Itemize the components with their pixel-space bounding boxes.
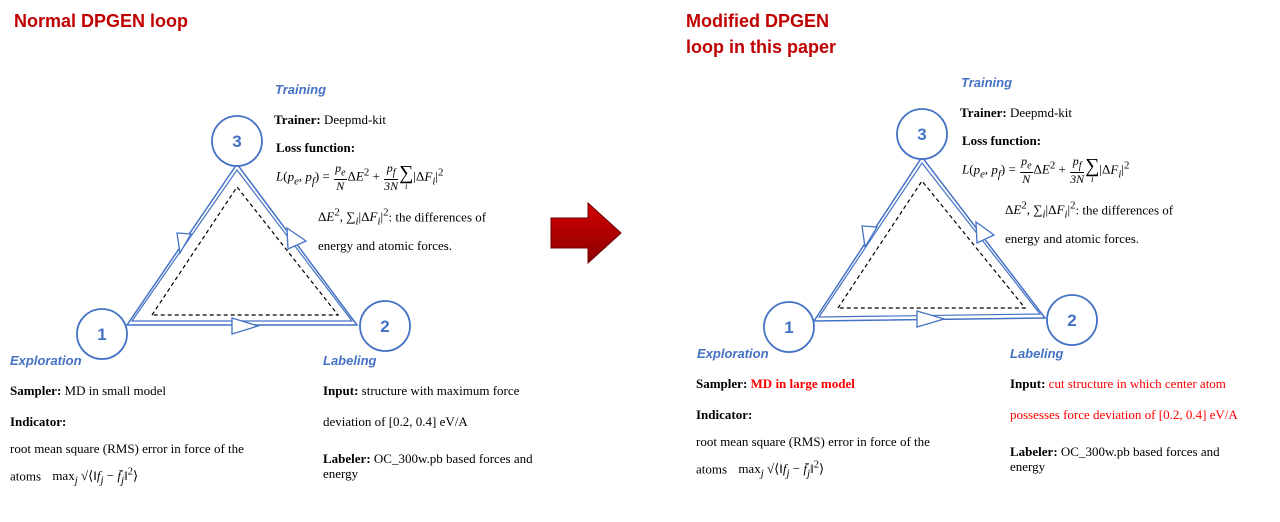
right-diff-math: ΔE2, ∑i|ΔFi|2 — [1005, 200, 1076, 221]
left-indicator-line1: root mean square (RMS) error in force of… — [10, 441, 244, 456]
left-loss-label-text: Loss function: — [276, 140, 356, 155]
left-trainer-value: Deepmd-kit — [323, 112, 387, 127]
right-arrow-left — [861, 225, 879, 249]
right-trainer-label: Trainer: — [960, 105, 1007, 120]
left-node-1: 1 — [76, 308, 128, 360]
right-sampler-line: Sampler: MD in large model — [696, 376, 855, 392]
right-dashed-triangle — [836, 179, 1027, 309]
right-loop: 1 2 3 — [763, 108, 1098, 353]
left-node-1-label: 1 — [97, 325, 106, 344]
right-diff-line2: energy and atomic forces. — [1005, 231, 1140, 246]
right-loss-label-text: Loss function: — [962, 133, 1042, 148]
right-node-3: 3 — [896, 108, 948, 160]
left-loss-label: Loss function: — [276, 140, 355, 156]
right-sampler-label: Sampler: — [696, 376, 748, 391]
left-node-3: 3 — [211, 115, 263, 167]
right-arrow-bottom — [916, 310, 947, 328]
left-title: Normal DPGEN loop — [14, 11, 189, 31]
left-labeler-line1: Labeler: OC_300w.pb based forces and — [323, 451, 533, 467]
right-labeler-text1: OC_300w.pb based forces and — [1060, 444, 1220, 459]
right-title-line1: Modified DPGEN — [686, 11, 829, 31]
right-labeler-line1: Labeler: OC_300w.pb based forces and — [1010, 444, 1220, 460]
left-exploration-heading: Exploration — [10, 353, 82, 368]
left-node-3-label: 3 — [232, 132, 241, 151]
left-labeler-label: Labeler: — [323, 451, 371, 466]
right-labeling-heading: Labeling — [1010, 346, 1064, 361]
left-diff-line1: ΔE2, ∑i|ΔFi|2: the differences of — [318, 207, 486, 228]
left-trainer-label: Trainer: — [274, 112, 321, 127]
right-diff-line1: ΔE2, ∑i|ΔFi|2: the differences of — [1005, 200, 1173, 221]
left-labeler-text1: OC_300w.pb based forces and — [373, 451, 533, 466]
left-training-heading: Training — [275, 82, 327, 97]
right-node-3-label: 3 — [917, 125, 926, 144]
left-node-2-label: 2 — [380, 317, 389, 336]
right-indicator-text2: atoms — [696, 461, 728, 477]
left-sampler-line: Sampler: MD in small model — [10, 383, 166, 399]
right-input-line2: possesses force deviation of [0.2, 0.4] … — [1010, 407, 1238, 422]
right-input-text1: cut structure in which center atom — [1048, 376, 1226, 391]
left-indicator-label-text: Indicator: — [10, 414, 67, 429]
left-loop: 1 2 3 — [76, 115, 411, 360]
left-indicator-text2: atoms — [10, 468, 42, 484]
left-input-text1: structure with maximum force — [361, 383, 520, 398]
left-indicator-formula: maxj √⟨‖fj − f̄j‖2⟩ — [52, 466, 139, 487]
transition-arrow — [550, 201, 622, 265]
left-input-line2: deviation of [0.2, 0.4] eV/A — [323, 414, 468, 429]
right-labeler-line2: energy — [1010, 459, 1046, 474]
right-indicator-line1: root mean square (RMS) error in force of… — [696, 434, 930, 449]
right-diff-text1: : the differences of — [1075, 202, 1174, 218]
right-node-1: 1 — [763, 301, 815, 353]
right-trainer-line: Trainer: Deepmd-kit — [960, 105, 1072, 121]
right-input-label: Input: — [1010, 376, 1046, 391]
left-dashed-triangle — [150, 185, 340, 316]
left-labeling-heading: Labeling — [323, 353, 377, 368]
left-input-line1: Input: structure with maximum force — [323, 383, 519, 399]
right-node-2-label: 2 — [1067, 311, 1076, 330]
right-input-line1: Input: cut structure in which center ato… — [1010, 376, 1226, 392]
right-trainer-value: Deepmd-kit — [1009, 105, 1073, 120]
right-title-line2: loop in this paper — [686, 37, 837, 57]
right-labeler-label: Labeler: — [1010, 444, 1058, 459]
left-node-2: 2 — [359, 300, 411, 352]
left-trainer-line: Trainer: Deepmd-kit — [274, 112, 386, 128]
left-diff-text1: : the differences of — [388, 209, 487, 225]
left-arrow-right — [286, 226, 308, 250]
right-indicator-label: Indicator: — [696, 407, 752, 423]
left-indicator-label: Indicator: — [10, 414, 66, 430]
left-input-label: Input: — [323, 383, 359, 398]
left-arrow-left — [176, 232, 193, 255]
right-node-2: 2 — [1046, 294, 1098, 346]
left-diff-math: ΔE2, ∑i|ΔFi|2 — [318, 207, 389, 228]
left-sampler-label: Sampler: — [10, 383, 62, 398]
left-diff-line2: energy and atomic forces. — [318, 238, 453, 253]
right-arrow-right — [975, 220, 996, 245]
right-exploration-heading: Exploration — [697, 346, 769, 361]
left-labeler-line2: energy — [323, 466, 359, 481]
right-training-heading: Training — [961, 75, 1013, 90]
right-indicator-formula: maxj √⟨‖fj − f̄j‖2⟩ — [738, 459, 825, 480]
right-title: Modified DPGEN loop in this paper — [686, 8, 836, 60]
left-indicator-line2: atoms maxj √⟨‖fj − f̄j‖2⟩ — [10, 466, 138, 487]
right-indicator-label-text: Indicator: — [696, 407, 753, 422]
right-sampler-value: MD in large model — [750, 376, 855, 391]
left-sampler-value: MD in small model — [64, 383, 166, 398]
left-arrow-bottom — [231, 317, 261, 335]
right-node-1-label: 1 — [784, 318, 793, 337]
right-loss-label: Loss function: — [962, 133, 1041, 149]
right-indicator-line2: atoms maxj √⟨‖fj − f̄j‖2⟩ — [696, 459, 824, 480]
